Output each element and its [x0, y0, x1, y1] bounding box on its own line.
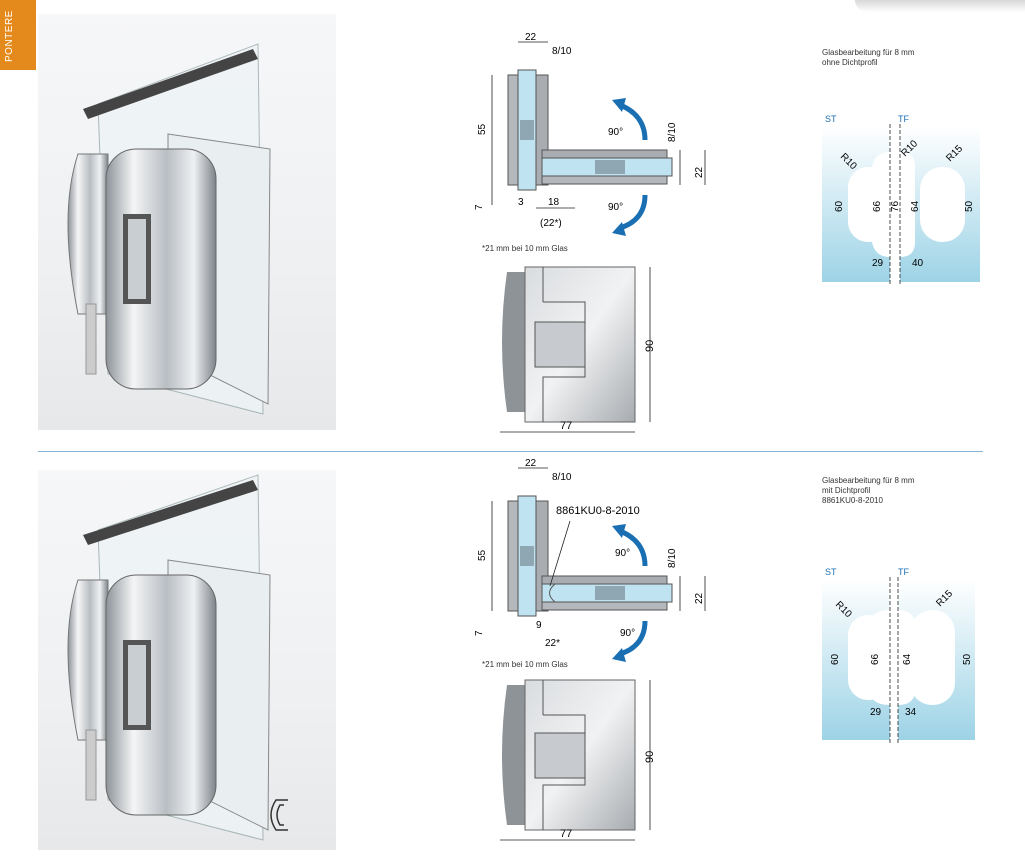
- glass-cutout-2: ST TF R10 R15 60 66 64 50 29 34: [822, 567, 975, 743]
- seal-profile-icon: [270, 799, 288, 831]
- angle-90-top-2: 90°: [615, 548, 630, 559]
- dim-77: 77: [560, 420, 572, 432]
- dim-8-10-right-2: 8/10: [667, 548, 678, 568]
- angle-90-bottom-2: 90°: [620, 628, 635, 639]
- processing-note-2-line2: mit Dichtprofil: [822, 486, 871, 495]
- dim-76: 76: [890, 200, 901, 212]
- dim-40: 40: [912, 258, 924, 269]
- side-tab: PONTERE: [0, 0, 36, 70]
- dim-8-10-top-2: 8/10: [552, 472, 572, 483]
- footnote-1: *21 mm bei 10 mm Glas: [482, 244, 568, 253]
- corner-shadow: [855, 0, 1025, 12]
- dim-22-right: 22: [694, 166, 705, 178]
- dim-22-star: (22*): [540, 218, 562, 229]
- angle-90-bottom: 90°: [608, 202, 623, 213]
- dim-64: 64: [910, 200, 921, 212]
- dim-29-2: 29: [870, 707, 882, 718]
- dim-8-10-right: 8/10: [667, 122, 678, 142]
- dim-50-2: 50: [962, 653, 973, 665]
- label-st: ST: [825, 114, 837, 124]
- dim-90: 90: [644, 340, 656, 352]
- label-st-2: ST: [825, 567, 837, 577]
- dim-8-10-top: 8/10: [552, 46, 572, 57]
- processing-note-2-line1: Glasbearbeitung für 8 mm: [822, 476, 915, 485]
- hinge-illustration-2: [67, 474, 288, 841]
- dim-29: 29: [872, 258, 884, 269]
- glass-cutout-1: ST TF R10 R10 R15 60 66 76 64 50 29 40: [822, 114, 980, 284]
- dim-66-2: 66: [870, 653, 881, 665]
- dim-90-2: 90: [644, 751, 656, 763]
- part-number-label: 8861KU0-8-2010: [556, 505, 640, 517]
- dim-60-2: 60: [830, 653, 841, 665]
- dim-22-star-2: 22*: [545, 638, 560, 649]
- dim-34: 34: [905, 707, 917, 718]
- product-photo-2: [38, 470, 336, 850]
- dim-77-2: 77: [560, 828, 572, 840]
- hinge-top-view-1: 22 8/10 55 7 3 18 (22*) 90° 90° 8/10 22: [474, 32, 706, 236]
- processing-note-1-line1: Glasbearbeitung für 8 mm: [822, 48, 915, 57]
- angle-90-top: 90°: [608, 127, 623, 138]
- dim-60: 60: [834, 200, 845, 212]
- processing-note-1: Glasbearbeitung für 8 mm ohne Dichtprofi…: [822, 48, 915, 68]
- processing-note-2: Glasbearbeitung für 8 mm mit Dichtprofil…: [822, 476, 915, 506]
- hinge-front-view-2: 90 77: [500, 679, 656, 841]
- label-tf: TF: [898, 114, 909, 124]
- dim-66: 66: [872, 200, 883, 212]
- processing-note-2-line3: 8861KU0-8-2010: [822, 496, 883, 505]
- dim-7-2: 7: [474, 630, 485, 636]
- label-tf-2: TF: [898, 567, 909, 577]
- section-divider: [38, 451, 983, 452]
- dim-7: 7: [474, 204, 485, 210]
- processing-note-1-line2: ohne Dichtprofil: [822, 58, 878, 67]
- dim-50: 50: [964, 200, 975, 212]
- dim-22-right-2: 22: [694, 592, 705, 604]
- dim-22-top-2: 22: [525, 458, 537, 469]
- side-tab-label: PONTERE: [4, 10, 15, 62]
- dim-55: 55: [477, 123, 488, 135]
- product-photo-1: [38, 14, 336, 430]
- footnote-2: *21 mm bei 10 mm Glas: [482, 660, 568, 669]
- dim-64-2: 64: [902, 653, 913, 665]
- hinge-illustration-1: [67, 43, 271, 415]
- dim-22-top: 22: [525, 32, 537, 43]
- hinge-top-view-2: 22 8/10 8861KU0-8-2010 55 7 9 22* 90° 90…: [474, 458, 706, 662]
- dim-3: 3: [518, 197, 524, 208]
- dim-55-2: 55: [477, 549, 488, 561]
- dim-18: 18: [548, 197, 560, 208]
- hinge-front-view-1: 90 77: [500, 266, 656, 433]
- dim-9: 9: [536, 620, 542, 631]
